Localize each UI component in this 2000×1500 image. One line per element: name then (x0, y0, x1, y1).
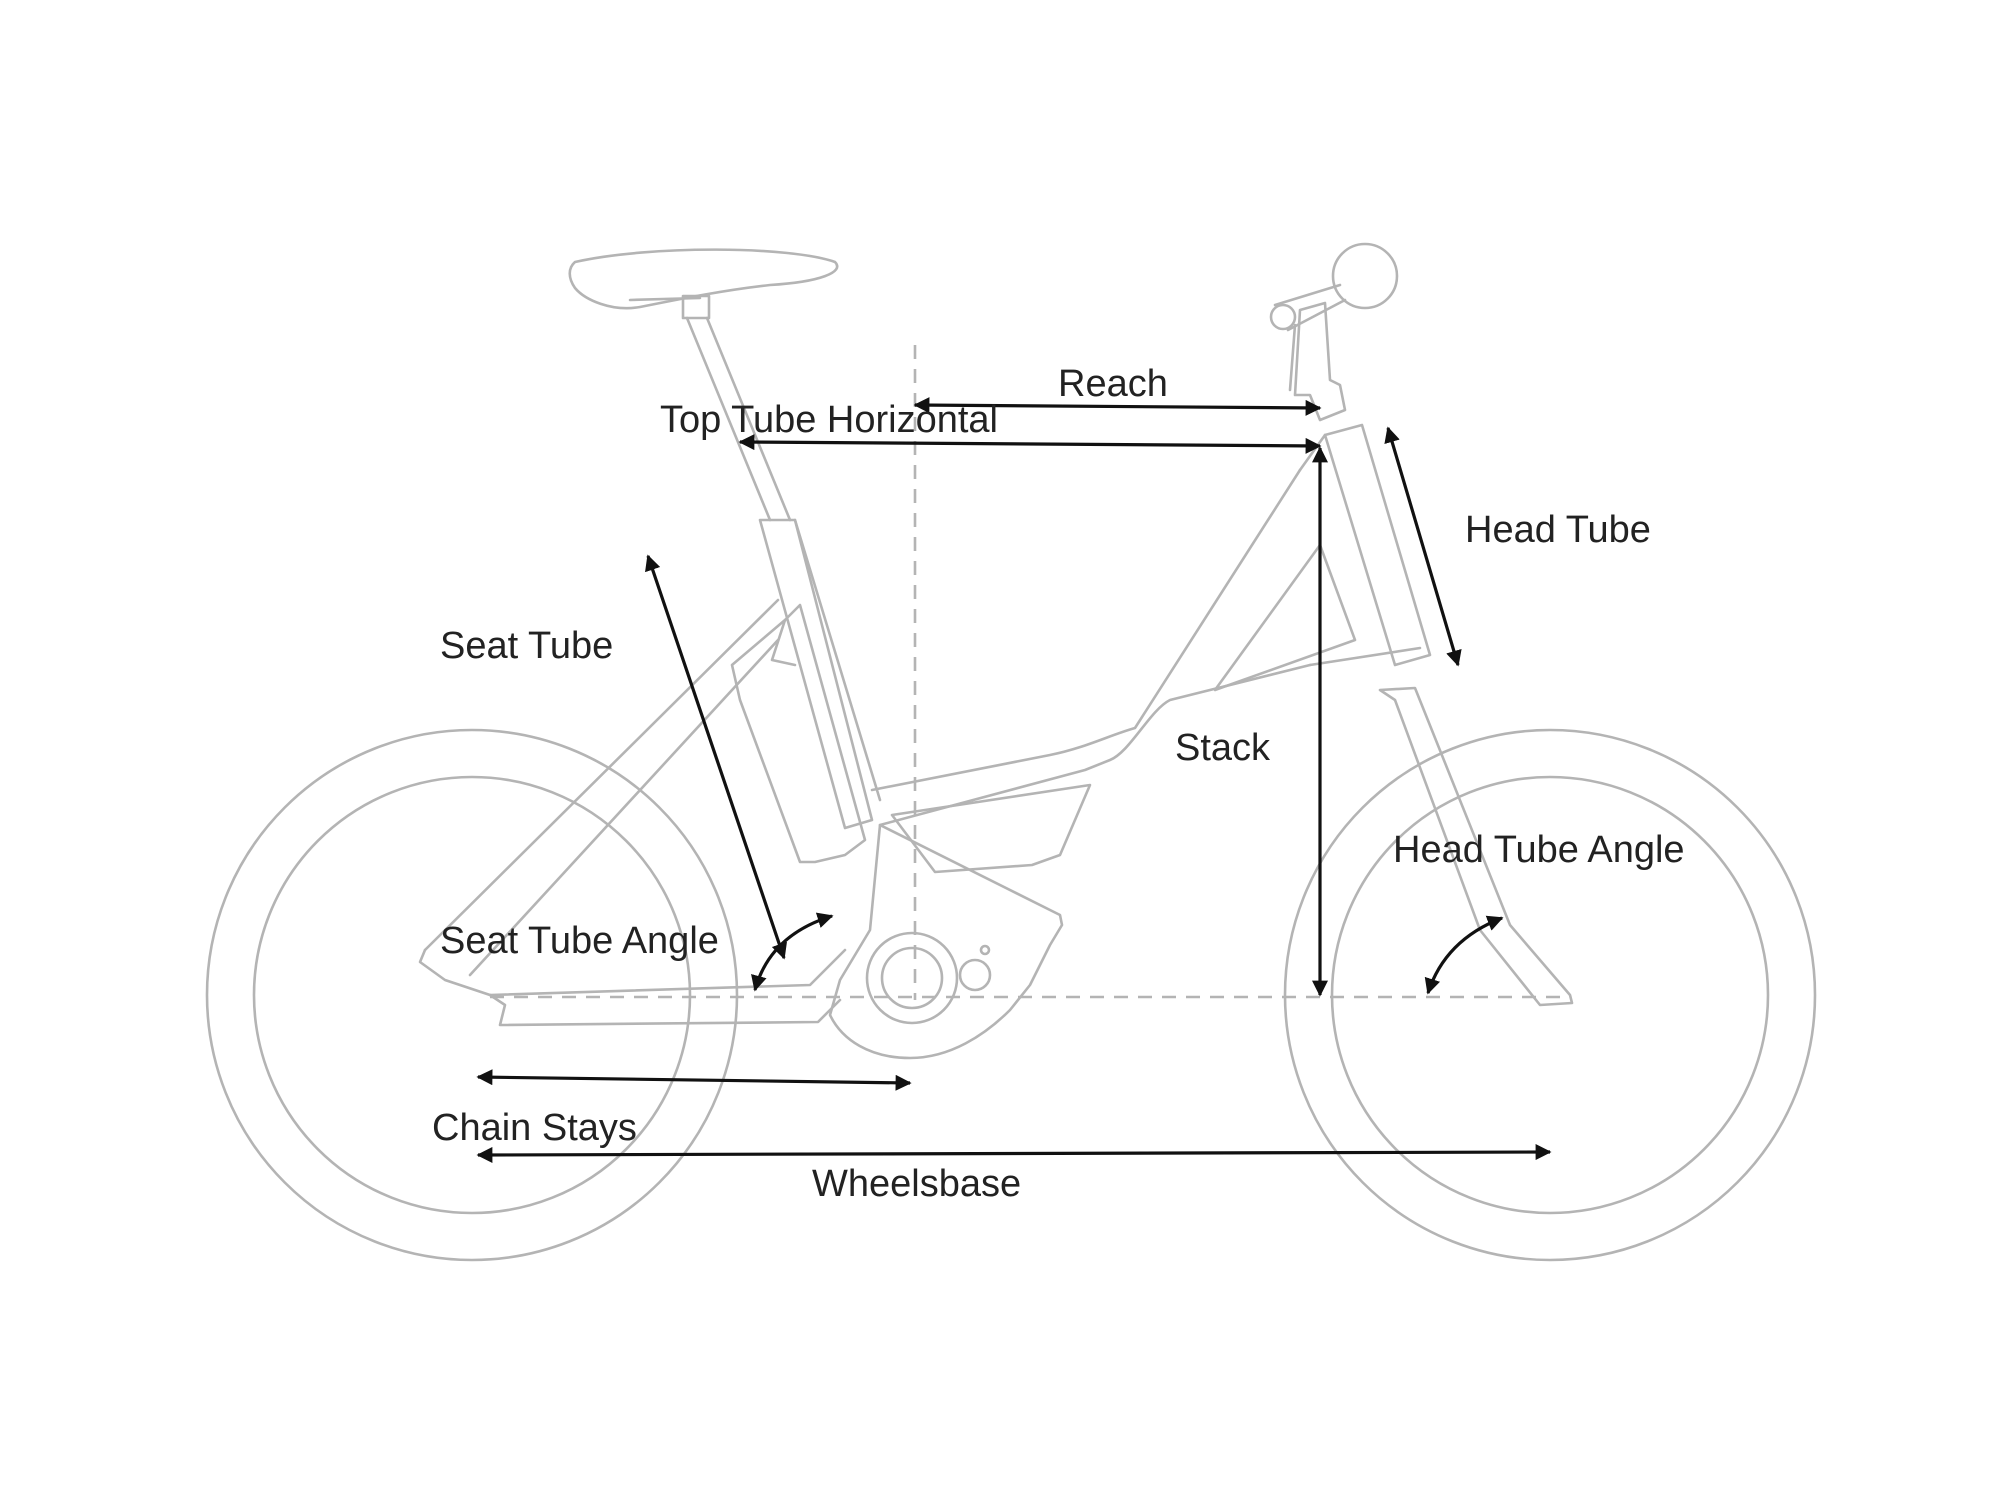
chain-stays-arrow (476, 1069, 912, 1091)
motor-unit (828, 823, 1064, 1060)
head-tube (1323, 423, 1432, 667)
rear-dropout (418, 948, 492, 997)
saddle (568, 248, 839, 310)
head-tube-arrow (1384, 426, 1462, 667)
lower-frame-panel (890, 783, 1092, 874)
guide-lines (490, 345, 1570, 1000)
rear-wheel (205, 728, 739, 1262)
seat-tube-arrow (645, 554, 787, 960)
top-tube-arrow (738, 434, 1322, 454)
label-seat-tube-angle: Seat Tube Angle (440, 920, 719, 962)
label-seat-tube: Seat Tube (440, 625, 613, 667)
label-reach: Reach (1058, 363, 1168, 405)
wheelbase-arrow (476, 1144, 1552, 1163)
seat-tube (758, 518, 882, 830)
frame-gusset (1213, 543, 1422, 692)
dimension-arrows (476, 397, 1552, 1163)
label-top-tube-horizontal: Top Tube Horizontal (660, 399, 998, 441)
label-chain-stays: Chain Stays (432, 1107, 637, 1149)
reach-arrow (913, 397, 1322, 416)
head-tube-angle-arc (1424, 915, 1504, 995)
stem (1288, 301, 1347, 422)
front-wheel (1283, 728, 1817, 1262)
seatpost (681, 294, 792, 522)
seat-tube-angle-arc (751, 912, 834, 992)
label-head-tube-angle: Head Tube Angle (1393, 829, 1685, 871)
label-stack: Stack (1175, 727, 1271, 769)
dimension-labels: Reach Top Tube Horizontal Head Tube Seat… (432, 363, 1685, 1205)
label-wheelbase: Wheelsbase (812, 1163, 1021, 1205)
handlebar (1269, 242, 1399, 332)
label-head-tube: Head Tube (1465, 509, 1651, 551)
fork (1378, 686, 1574, 1007)
